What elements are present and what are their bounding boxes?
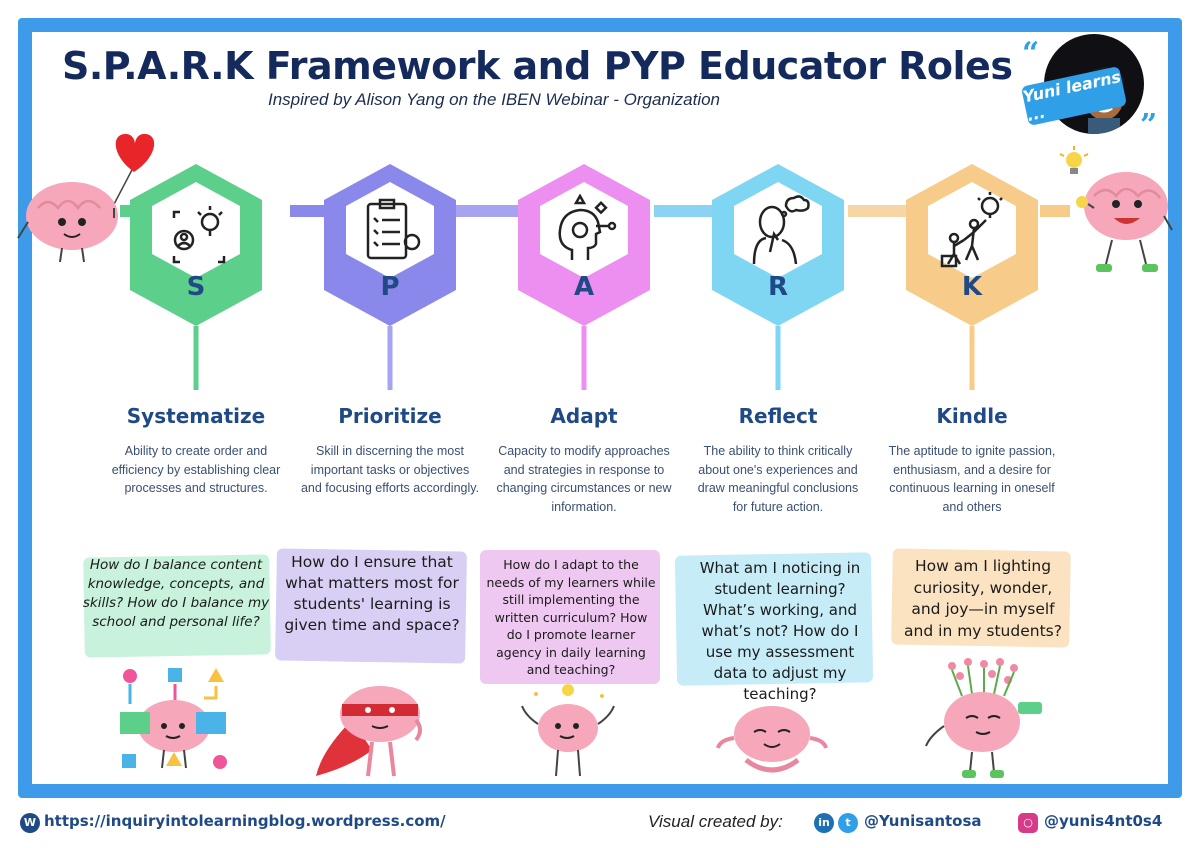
brain-flowers-icon	[925, 658, 1042, 778]
hexagon-letter: S	[186, 272, 206, 302]
brain-reading-books-icon	[120, 668, 227, 769]
role-title-kindle: Kindle	[936, 404, 1008, 428]
connector-band	[1040, 205, 1070, 217]
close-quote-icon: ”	[1140, 108, 1158, 143]
role-description-prioritize: Skill in discerning the most important t…	[300, 444, 480, 495]
brain-idea-icon	[521, 684, 615, 777]
hexagon-letter: A	[573, 272, 595, 302]
reflection-question-reflect: What am I noticing in student learning? …	[699, 559, 861, 703]
connector-band	[848, 205, 918, 217]
twitter-icon[interactable]: t	[838, 813, 858, 833]
hexagon-adapt: A	[514, 160, 654, 390]
hexagon-letter: R	[767, 272, 789, 302]
yuni-learns-badge: Yuni learns ... “ ”	[1020, 30, 1162, 143]
brain-meditating-icon	[716, 706, 828, 773]
connector-band	[654, 205, 724, 217]
hexagon-reflect: R	[708, 160, 848, 390]
brain-mascot-idea-icon	[1059, 146, 1173, 272]
brush-highlight	[480, 550, 660, 684]
page-subtitle: Inspired by Alison Yang on the IBEN Webi…	[268, 90, 721, 109]
reflection-question-prioritize: How do I ensure that what matters most f…	[284, 553, 460, 634]
credit-label: Visual created by:	[648, 812, 783, 831]
reflection-question-kindle: How am I lighting curiosity, wonder, and…	[904, 557, 1062, 640]
reflection-question-adapt: How do I adapt to the needs of my learne…	[486, 557, 656, 677]
instagram-icon[interactable]: ○	[1018, 813, 1038, 833]
role-title-systematize: Systematize	[126, 404, 266, 428]
role-title-adapt: Adapt	[550, 404, 618, 428]
instagram-handle[interactable]: @yunis4nt0s4	[1044, 812, 1163, 830]
hexagon-prioritize: P	[320, 160, 460, 390]
page-title: S.P.A.R.K Framework and PYP Educator Rol…	[62, 44, 1013, 88]
connector-band	[290, 205, 330, 217]
reflection-question-systematize: How do I balance content knowledge, conc…	[82, 557, 270, 630]
role-description-kindle: The aptitude to ignite passion, enthusia…	[888, 444, 1056, 514]
hexagon-systematize: S	[126, 160, 266, 390]
linkedin-icon[interactable]: in	[814, 813, 834, 833]
hexagon-letter: K	[961, 272, 983, 302]
brain-mascot-balloon-icon	[17, 133, 155, 263]
twitter-handle[interactable]: @Yunisantosa	[864, 812, 982, 830]
hexagon-kindle: K	[902, 160, 1042, 390]
role-description-adapt: Capacity to modify approaches and strate…	[496, 444, 672, 514]
role-description-reflect: The ability to think critically about on…	[697, 444, 859, 514]
role-title-prioritize: Prioritize	[338, 404, 442, 428]
blog-link[interactable]: https://inquiryintolearningblog.wordpres…	[44, 812, 446, 830]
brain-superhero-icon	[316, 686, 422, 777]
hexagon-letter: P	[380, 272, 400, 302]
role-title-reflect: Reflect	[738, 404, 818, 428]
wordpress-icon: W	[20, 813, 40, 833]
role-description-systematize: Ability to create order and efficiency b…	[111, 444, 281, 495]
connector-band	[456, 205, 526, 217]
open-quote-icon: “	[1022, 36, 1040, 71]
